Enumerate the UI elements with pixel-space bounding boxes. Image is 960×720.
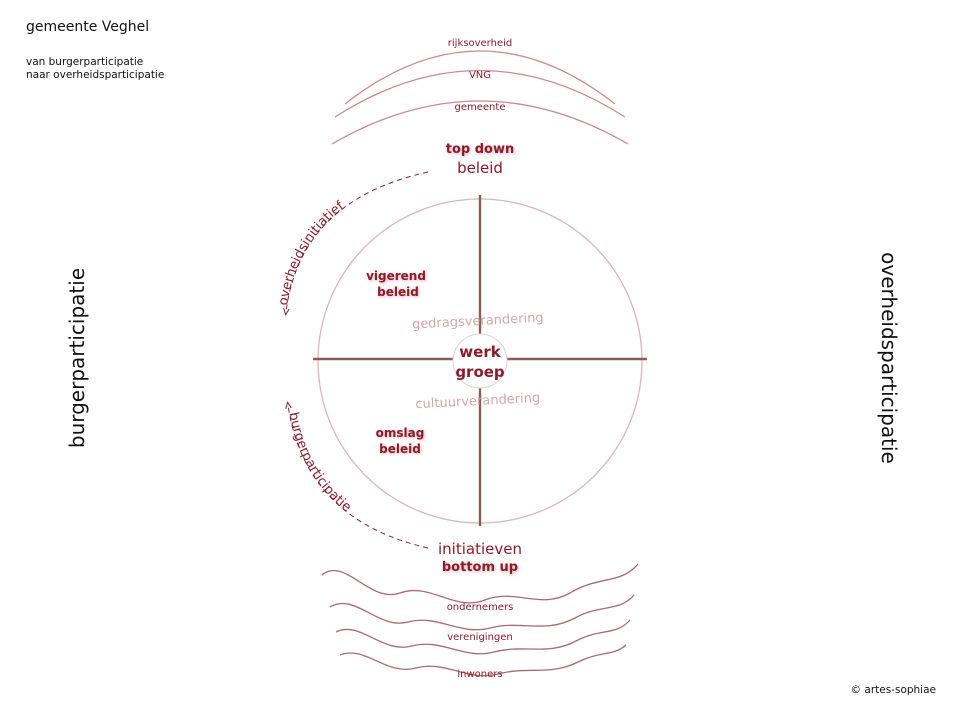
arc-label-rijksoverheid: rijksoverheid <box>448 38 512 49</box>
wave-2 <box>329 594 635 631</box>
arc-gemeente <box>331 100 629 145</box>
center-node <box>452 333 508 389</box>
page-subtitle: van burgerparticipatie naar overheidspar… <box>26 56 164 82</box>
copyright-credit: © artes-sophiae <box>850 684 936 696</box>
subtitle-line-2: naar overheidsparticipatie <box>26 69 165 81</box>
government-arcs <box>331 50 629 145</box>
page-title: gemeente Veghel <box>26 19 150 35</box>
wave-3 <box>335 619 631 655</box>
side-label-burgerparticipatie: burgerparticipatie <box>65 268 89 448</box>
arc-label-vng: VNG <box>469 70 491 81</box>
label-beleid-top: beleid <box>457 159 503 177</box>
arc-rijksoverheid <box>344 50 616 105</box>
label-omslag: omslag <box>376 426 425 440</box>
citizen-waves <box>321 563 639 677</box>
arrow-label-burgerparticipatie: burgerparticipatie <box>285 411 353 515</box>
arrow-label-overheidsinitiatief: overheidsinitiatief <box>276 198 347 306</box>
side-label-overheidsparticipatie: overheidsparticipatie <box>877 252 901 464</box>
center-label-groep: groep <box>455 363 505 381</box>
center-label-werk: werk <box>459 343 501 361</box>
label-vigerend: vigerend <box>366 269 426 283</box>
wave-label-ondernemers: ondernemers <box>447 602 514 613</box>
wave-1 <box>321 563 639 604</box>
wave-label-verenigingen: verenigingen <box>447 632 513 643</box>
label-vigerend-beleid: beleid <box>377 285 419 299</box>
label-top-down: top down <box>446 142 514 157</box>
label-initiatieven: initiatieven <box>438 540 522 558</box>
label-omslag-beleid: beleid <box>379 442 421 456</box>
label-bottom-up: bottom up <box>442 560 518 575</box>
label-gedragsverandering: gedragsverandering <box>412 311 544 333</box>
arc-label-gemeente: gemeente <box>455 102 506 113</box>
arrow-overheidsinitiatief <box>286 171 429 312</box>
label-cultuurverandering: cultuurverandering <box>415 391 540 413</box>
subtitle-line-1: van burgerparticipatie <box>26 56 144 68</box>
arc-vng <box>334 69 626 118</box>
arrow-burgerparticipatie <box>288 405 429 549</box>
wave-4 <box>339 644 627 677</box>
wave-label-inwoners: inwoners <box>457 669 502 680</box>
